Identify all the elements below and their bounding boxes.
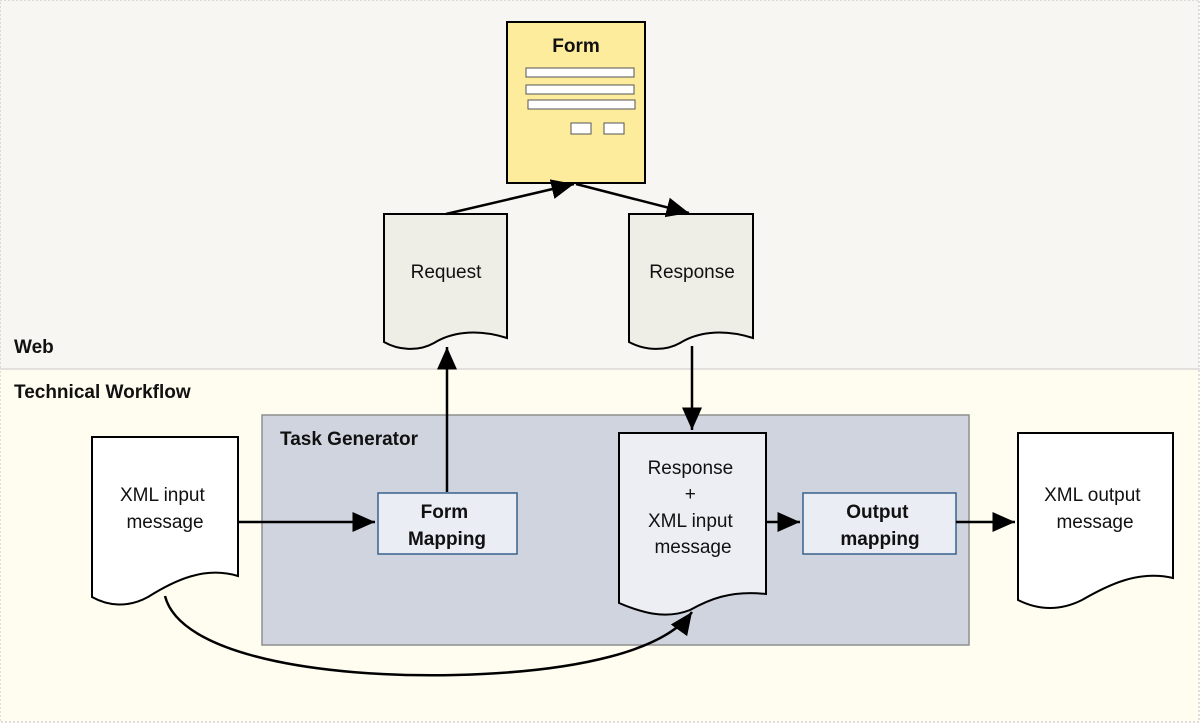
request-document-shape bbox=[383, 213, 508, 350]
xml-output-document-shape bbox=[1017, 432, 1174, 609]
xml-input-label: XML input message bbox=[120, 485, 210, 533]
form-mapping-shape bbox=[377, 492, 518, 555]
xml-output-document: XML output message bbox=[1017, 432, 1174, 609]
output-mapping-label: Output mapping bbox=[840, 502, 919, 550]
output-mapping-shape bbox=[802, 492, 957, 555]
technical-workflow-lane-label: Technical Workflow bbox=[14, 382, 191, 403]
arrow-xml-input-to-response-xml bbox=[163, 595, 694, 677]
response-xml-label: Response + XML input message bbox=[648, 458, 739, 558]
request-label: Request bbox=[411, 262, 482, 283]
response-document-shape bbox=[628, 213, 754, 350]
arrow-request-to-form bbox=[445, 179, 575, 216]
form-mapping-box: Form Mapping bbox=[377, 492, 518, 555]
xml-input-document: XML input message bbox=[91, 436, 239, 606]
task-generator-label: Task Generator bbox=[280, 429, 419, 450]
output-mapping-box: Output mapping bbox=[802, 492, 957, 555]
xml-input-document-shape bbox=[91, 436, 239, 606]
xml-output-label: XML output message bbox=[1044, 485, 1146, 533]
form-text-field bbox=[525, 67, 635, 78]
form-button bbox=[570, 122, 592, 135]
form-node: Form bbox=[506, 21, 646, 184]
response-xml-document-shape bbox=[618, 432, 767, 616]
form-mapping-label: Form Mapping bbox=[408, 502, 486, 550]
form-text-field bbox=[527, 99, 636, 110]
response-xml-document: Response + XML input message bbox=[618, 432, 767, 616]
response-document: Response bbox=[628, 213, 754, 350]
form-title: Form bbox=[552, 36, 600, 57]
request-document: Request bbox=[383, 213, 508, 350]
web-lane-label: Web bbox=[14, 337, 54, 358]
form-button bbox=[603, 122, 625, 135]
arrow-form-to-response bbox=[575, 182, 690, 218]
form-text-field bbox=[525, 84, 635, 95]
response-label: Response bbox=[649, 262, 735, 283]
